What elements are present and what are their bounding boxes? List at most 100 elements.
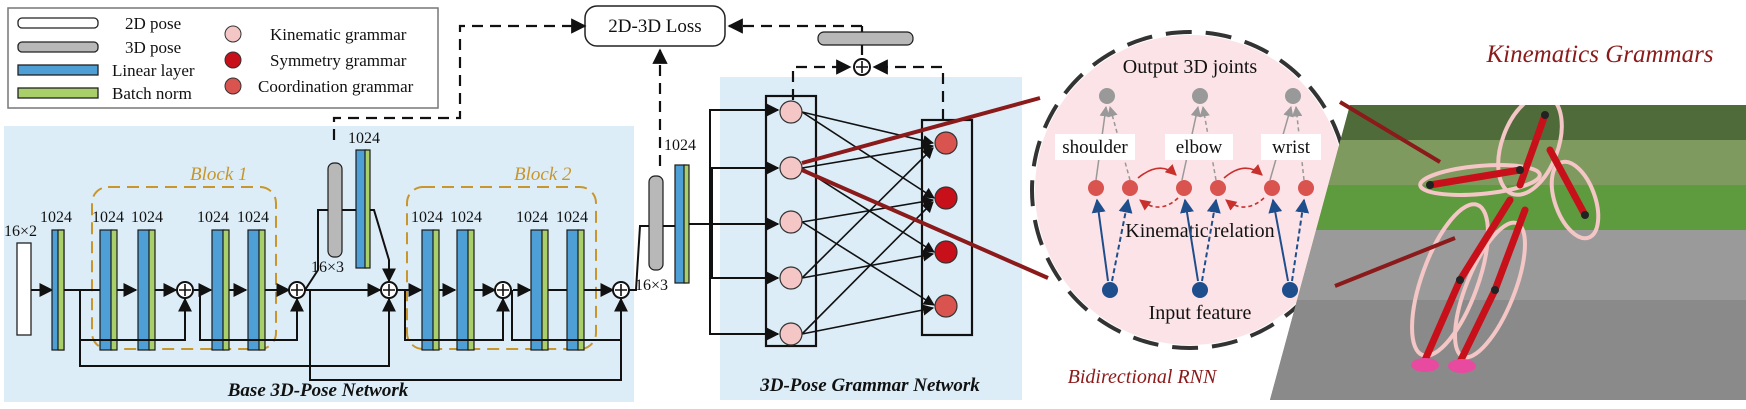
edge-5-2 [801,201,934,335]
skip-long-2 [309,290,622,381]
layer-b1d-bn [258,229,266,351]
edge-2-3 [801,167,935,253]
bone-right-thigh [1491,206,1529,294]
layer-b1c [211,229,225,351]
skip-block1-outer [199,290,304,341]
layer-mid-bn [364,149,371,269]
layer-b2b [456,229,470,351]
block1-frame [91,186,277,350]
layer-b2d-bn [577,229,585,351]
photo-road-near [1270,300,1746,400]
bone-right-arm [1546,146,1589,219]
in-arrow-1b [1111,198,1133,282]
fan-5 [689,223,780,341]
legend-batch-norm: Batch norm [112,84,192,103]
dim-b1c: 1024 [197,209,229,226]
zoom-line-top [801,96,1041,165]
sum-node-1 [176,281,194,299]
grammar-skip-right [872,59,945,120]
bone-left-shin [1421,276,1464,364]
joint-knee-left [1456,276,1464,284]
leg-ellipse-left [1410,202,1490,358]
legend-2d-pose: 2D pose [125,14,181,33]
layer-b1b [137,229,151,351]
layer-b1c-bn [222,229,230,351]
hidden-bwd-1 [1122,180,1138,196]
legend-symmetry-dot [224,51,242,69]
input-dim: 16×2 [4,223,37,240]
legend-kinematic-dot [224,25,242,43]
hidden-bwd-2 [1210,180,1226,196]
grammar-out-node-4 [934,294,958,318]
grammar-in-node-3 [779,210,803,234]
legend-swatch-linear [17,64,99,76]
branch-to-mid3d [304,209,328,291]
layer-b2b-bn [467,229,475,351]
joint-label-bg-2 [1165,134,1233,160]
mid-3d-pose [327,162,343,258]
grammar-network: 3D-Pose Grammar Network [689,94,980,396]
joint-hand-right [1581,211,1589,219]
forward-arc-1 [1137,164,1177,179]
backward-arc-2 [1225,197,1265,211]
grammar-in-node-5 [779,322,803,346]
legend-swatch-2d [17,17,99,29]
skip-block2-inner [404,290,510,341]
hidden-fwd-2 [1176,180,1192,196]
output-joint-3 [1285,88,1301,104]
forward-arc-2 [1223,164,1263,179]
legend-symmetry: Symmetry grammar [270,51,407,70]
layer-b1d [247,229,261,351]
legend-swatch-batchnorm [17,87,99,99]
layer-b1a [99,229,113,351]
legend-linear-layer: Linear layer [112,61,195,80]
legend-swatch-3d [17,41,99,53]
block1-label: Block 1 [190,164,248,185]
base-network: 16×2 Block 1 Block 2 1024 1024 1024 1024 [4,130,696,401]
dim-b2b: 1024 [450,209,482,226]
grammar-3d-output [817,31,914,46]
joint-hand-left [1426,181,1434,189]
in-arrow-3a [1268,198,1289,282]
kinematics-title: Kinematics Grammars [1485,41,1713,68]
dim-mid3d: 16×3 [311,259,344,276]
shoe-right [1448,359,1476,373]
edge-4-3 [801,250,935,279]
output-joint-1 [1099,88,1115,104]
joint-label-shoulder: shoulder [1062,137,1128,158]
hidden-fwd-1 [1088,180,1104,196]
bone-right-shin [1456,286,1499,366]
layer-out-bn [683,164,690,284]
in-arrow-2a [1180,198,1199,282]
input-node-1 [1102,282,1118,298]
joint-label-wrist: wrist [1272,137,1311,158]
bone-spine [1516,111,1549,189]
input-node-2 [1192,282,1208,298]
edge-3-4 [801,221,935,306]
layer-b1a-bn [110,229,118,351]
dim-b1d: 1024 [237,209,269,226]
kin-connector-top [1338,100,1442,164]
shoe-left [1411,358,1439,372]
dim-b2a: 1024 [411,209,443,226]
kin-connector-bottom [1334,236,1456,288]
legend-coordination: Coordination grammar [258,77,414,96]
layer-b2a-bn [432,229,440,351]
joint-head [1541,111,1549,119]
edge-5-4 [801,304,935,335]
layer-b2c [530,229,544,351]
grammar-skip-left [791,59,852,100]
skip-block1-inner [79,290,192,341]
layer-b2c-bn [541,229,549,351]
dim-out3d: 16×3 [635,277,668,294]
skip-block2-outer [511,290,628,341]
rnn-detail: Output 3D joints shoulder elbow wrist [1030,30,1350,350]
legend-coordination-dot [224,77,242,95]
dim-b1a: 1024 [92,209,124,226]
rnn-input-label: Input feature [1149,302,1252,324]
edge-3-2 [801,196,935,223]
dim-l0: 1024 [40,209,72,226]
grammar-output-column [920,118,974,337]
bone-left-thigh [1456,196,1514,284]
